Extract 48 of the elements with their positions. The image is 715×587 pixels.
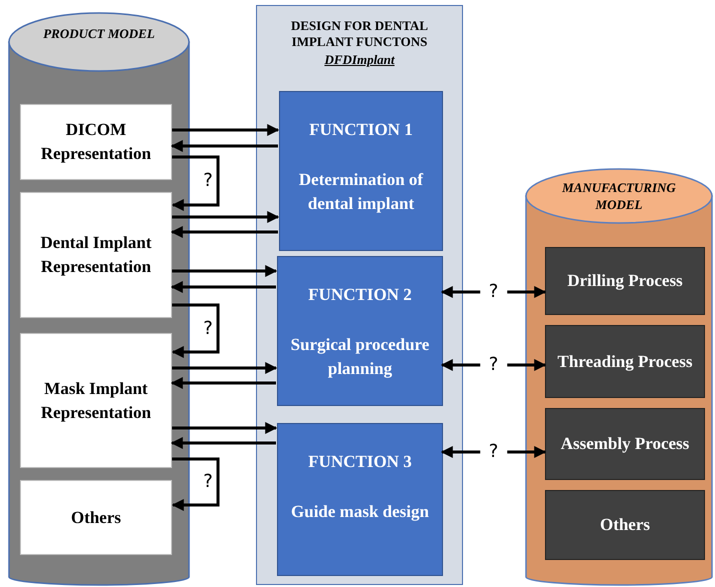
arrow xyxy=(172,422,278,434)
function-title: FUNCTION 2 xyxy=(308,284,412,306)
edge-label: ? xyxy=(202,171,214,191)
cylinder-title: MANUFACTURING MODEL xyxy=(561,179,677,213)
cylinder-title: PRODUCT MODEL xyxy=(42,25,156,42)
process-box xyxy=(545,247,705,315)
box-label: Mask Implant Representation xyxy=(40,378,152,424)
box-label: Assembly Process xyxy=(560,433,690,455)
function-description: Guide mask design xyxy=(291,501,429,523)
panel xyxy=(256,5,463,585)
box-label: Others xyxy=(70,506,122,528)
edge-label: ? xyxy=(202,472,214,492)
function-title: FUNCTION 3 xyxy=(308,451,412,473)
function-box xyxy=(277,256,443,406)
function-description: Determination of dental implant xyxy=(298,169,424,215)
process-box xyxy=(545,490,705,560)
box-label: Dental Implant Representation xyxy=(40,232,152,278)
arrow xyxy=(172,458,220,511)
function-description: Surgical procedure planning xyxy=(290,334,430,380)
box-label: Drilling Process xyxy=(567,270,683,292)
process-box xyxy=(20,333,172,468)
database-cylinder xyxy=(8,12,190,585)
process-box xyxy=(545,325,705,398)
process-box xyxy=(545,408,705,480)
arrow xyxy=(172,362,278,374)
process-box xyxy=(20,192,172,318)
panel-title: DESIGN FOR DENTAL IMPLANT FUNCTONS xyxy=(290,18,429,50)
function-box xyxy=(277,423,443,576)
panel-subtitle: DFDImplant xyxy=(323,52,396,68)
box-label: DICOM Representation xyxy=(40,119,152,165)
arrow xyxy=(172,156,220,211)
arrow xyxy=(170,281,276,293)
arrow xyxy=(170,226,278,238)
arrow xyxy=(170,140,278,152)
arrow xyxy=(172,304,220,358)
function-title: FUNCTION 1 xyxy=(309,119,413,141)
box-label: Others xyxy=(600,514,650,536)
arrow xyxy=(172,211,280,223)
arrow xyxy=(172,265,278,277)
process-box xyxy=(20,104,172,180)
arrow xyxy=(172,124,280,136)
arrow xyxy=(170,377,276,389)
process-box xyxy=(20,480,172,555)
box-label: Threading Process xyxy=(558,350,692,373)
arrow xyxy=(170,437,276,449)
function-box xyxy=(279,91,443,251)
edge-label: ? xyxy=(202,318,214,338)
database-cylinder xyxy=(525,168,713,585)
